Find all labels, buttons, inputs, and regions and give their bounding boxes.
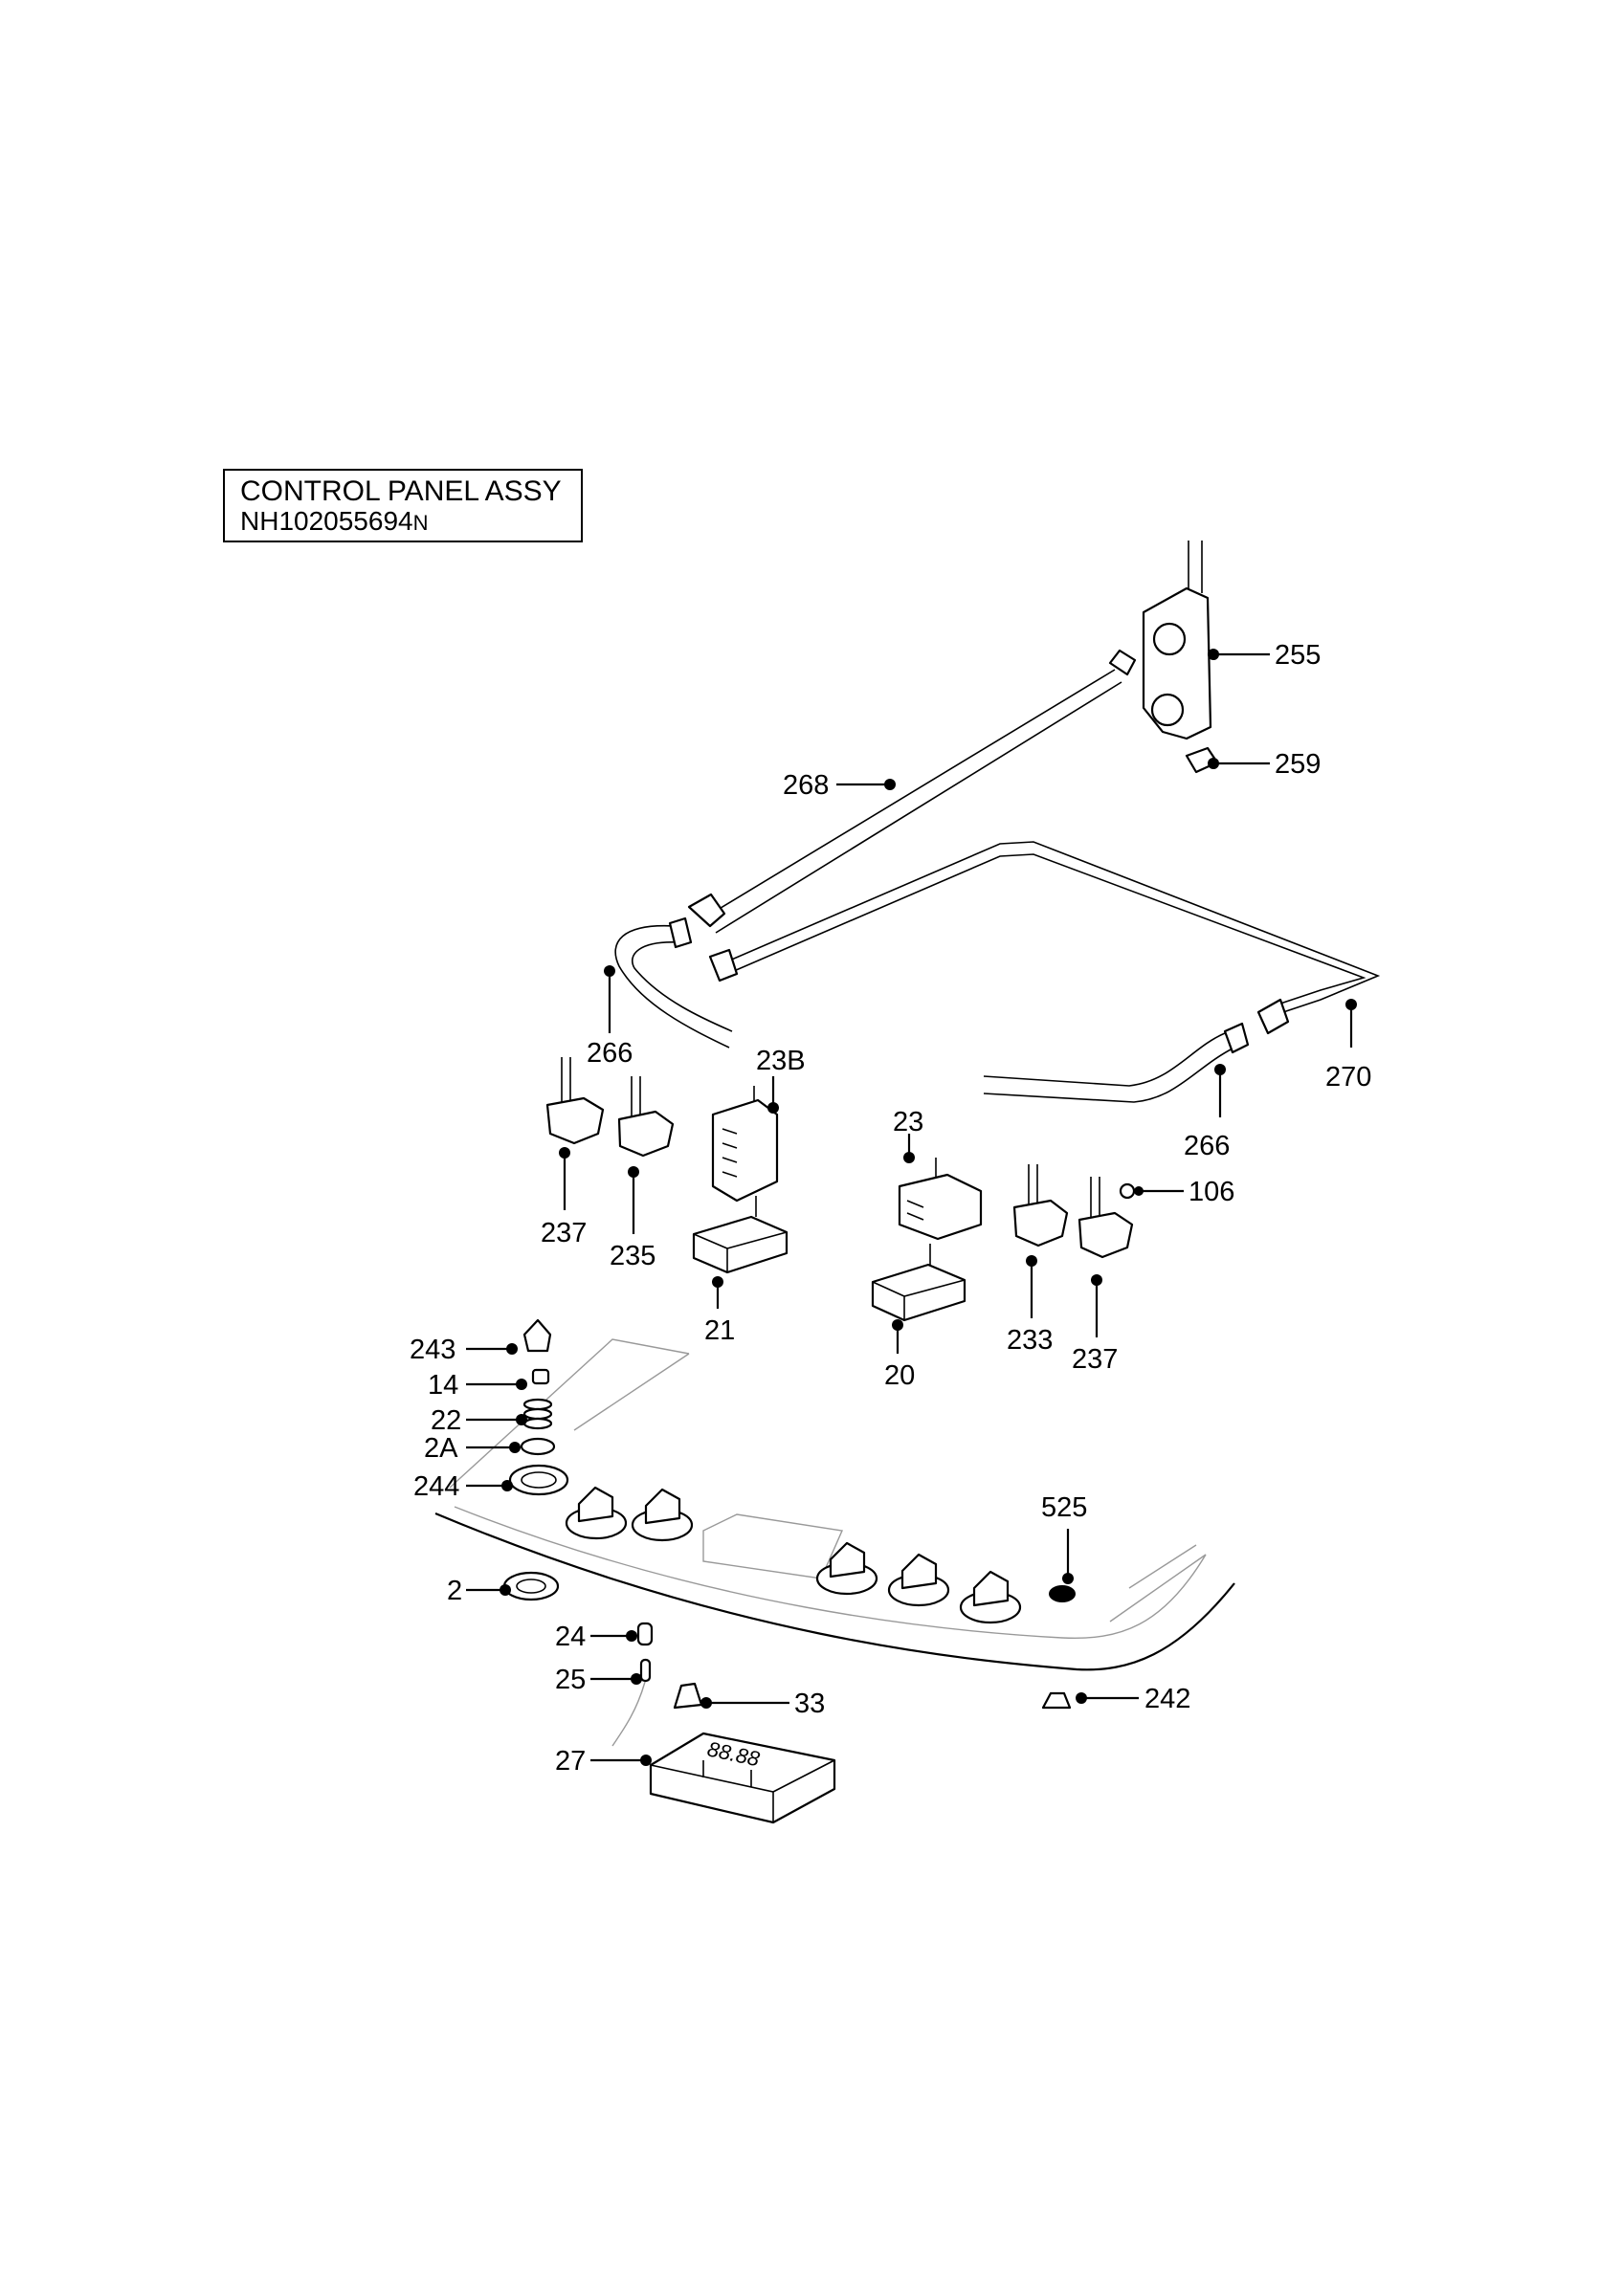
gas-pipe-270 xyxy=(708,841,1381,1035)
control-panel-fascia xyxy=(434,1338,1235,1671)
label-237-left: 237 xyxy=(541,1218,587,1248)
bezel-244 xyxy=(508,1464,569,1496)
label-242: 242 xyxy=(1144,1684,1190,1714)
callout-525: 525 xyxy=(1041,1492,1087,1584)
label-33: 33 xyxy=(794,1689,825,1719)
callout-23: 23 xyxy=(893,1107,923,1163)
callout-24: 24 xyxy=(555,1622,637,1652)
label-268: 268 xyxy=(783,770,829,801)
callout-243: 243 xyxy=(410,1335,518,1365)
callout-21: 21 xyxy=(704,1276,735,1346)
label-525: 525 xyxy=(1041,1492,1087,1523)
panel-knob-seat-1 xyxy=(565,1486,628,1540)
callout-20: 20 xyxy=(884,1319,915,1391)
callout-268: 268 xyxy=(783,770,896,801)
callout-233: 233 xyxy=(1007,1255,1053,1356)
assembly-part-number: NH102055694N xyxy=(240,507,581,538)
gas-tap-233 xyxy=(1012,1164,1069,1247)
gas-tap-237-right xyxy=(1078,1177,1134,1259)
label-22: 22 xyxy=(431,1405,461,1436)
callout-237-left: 237 xyxy=(541,1147,587,1248)
label-106: 106 xyxy=(1189,1177,1234,1207)
label-270: 270 xyxy=(1325,1062,1371,1093)
label-23B: 23B xyxy=(756,1046,806,1076)
callout-25: 25 xyxy=(555,1665,642,1695)
callout-2: 2 xyxy=(447,1576,511,1606)
callout-23B: 23B xyxy=(756,1046,806,1114)
callout-22: 22 xyxy=(431,1405,527,1436)
callout-242: 242 xyxy=(1076,1684,1190,1714)
electronic-timer-27: 88.88 xyxy=(649,1732,836,1824)
energy-regulator-21 xyxy=(692,1196,789,1274)
assembly-title: CONTROL PANEL ASSY xyxy=(240,475,562,507)
label-244: 244 xyxy=(413,1471,459,1502)
callout-27: 27 xyxy=(555,1746,652,1777)
label-20: 20 xyxy=(884,1360,915,1391)
label-2: 2 xyxy=(447,1576,462,1606)
label-243: 243 xyxy=(410,1335,455,1365)
label-266-left: 266 xyxy=(587,1038,633,1069)
label-25: 25 xyxy=(555,1665,586,1695)
title-box: CONTROL PANEL ASSY NH102055694N xyxy=(223,469,583,542)
callout-235: 235 xyxy=(610,1166,655,1271)
pipe-elbow-266-left xyxy=(614,916,733,1049)
label-2A: 2A xyxy=(424,1433,458,1464)
label-233: 233 xyxy=(1007,1325,1053,1356)
knob-insert-14 xyxy=(531,1368,550,1385)
label-21: 21 xyxy=(704,1315,735,1346)
microswitch-242 xyxy=(1041,1691,1072,1710)
part-number-main: NH102055694 xyxy=(240,506,413,536)
lamp-holder-25 xyxy=(611,1658,652,1747)
callouts: 255 259 268 266 23B 270 266 23 106 237 2… xyxy=(410,640,1371,1777)
callout-270: 270 xyxy=(1325,999,1371,1093)
indicator-light-525 xyxy=(1049,1585,1076,1602)
label-237-right: 237 xyxy=(1072,1344,1118,1375)
callout-266-left: 266 xyxy=(587,965,633,1069)
lamp-24 xyxy=(636,1622,654,1646)
panel-knob-seat-5 xyxy=(959,1570,1022,1624)
label-14: 14 xyxy=(428,1370,458,1401)
label-266-right: 266 xyxy=(1184,1131,1230,1161)
label-235: 235 xyxy=(610,1241,655,1271)
thermostat-valve-255 xyxy=(1142,541,1212,740)
bezel-2 xyxy=(502,1571,560,1601)
selector-switch-23 xyxy=(898,1158,983,1241)
label-27: 27 xyxy=(555,1746,586,1777)
selector-switch-23B xyxy=(711,1086,779,1203)
callout-259: 259 xyxy=(1208,749,1321,780)
gas-tap-235 xyxy=(617,1076,675,1158)
energy-regulator-20 xyxy=(871,1244,967,1322)
label-259: 259 xyxy=(1275,749,1321,780)
knob-243 xyxy=(522,1318,552,1353)
callout-2A: 2A xyxy=(424,1433,521,1464)
callout-106: 106 xyxy=(1119,1177,1234,1207)
callout-14: 14 xyxy=(428,1370,527,1401)
panel-knob-seat-2 xyxy=(631,1488,694,1542)
gas-tap-237-left xyxy=(545,1057,605,1145)
callout-244: 244 xyxy=(413,1471,513,1502)
gas-pipe-268 xyxy=(687,649,1137,934)
callout-255: 255 xyxy=(1208,640,1321,671)
knob-33 xyxy=(673,1682,703,1710)
pipe-elbow-266-right xyxy=(983,1022,1250,1103)
panel-knob-seat-3 xyxy=(815,1541,878,1596)
callout-237-right: 237 xyxy=(1072,1274,1118,1375)
panel-knob-seat-4 xyxy=(887,1553,950,1607)
callout-33: 33 xyxy=(700,1689,825,1719)
label-24: 24 xyxy=(555,1622,586,1652)
spring-22 xyxy=(522,1398,553,1430)
washer-2A xyxy=(520,1437,556,1456)
label-255: 255 xyxy=(1275,640,1321,671)
part-number-suffix: N xyxy=(412,511,429,535)
callout-266-right: 266 xyxy=(1184,1064,1230,1161)
label-23: 23 xyxy=(893,1107,923,1137)
